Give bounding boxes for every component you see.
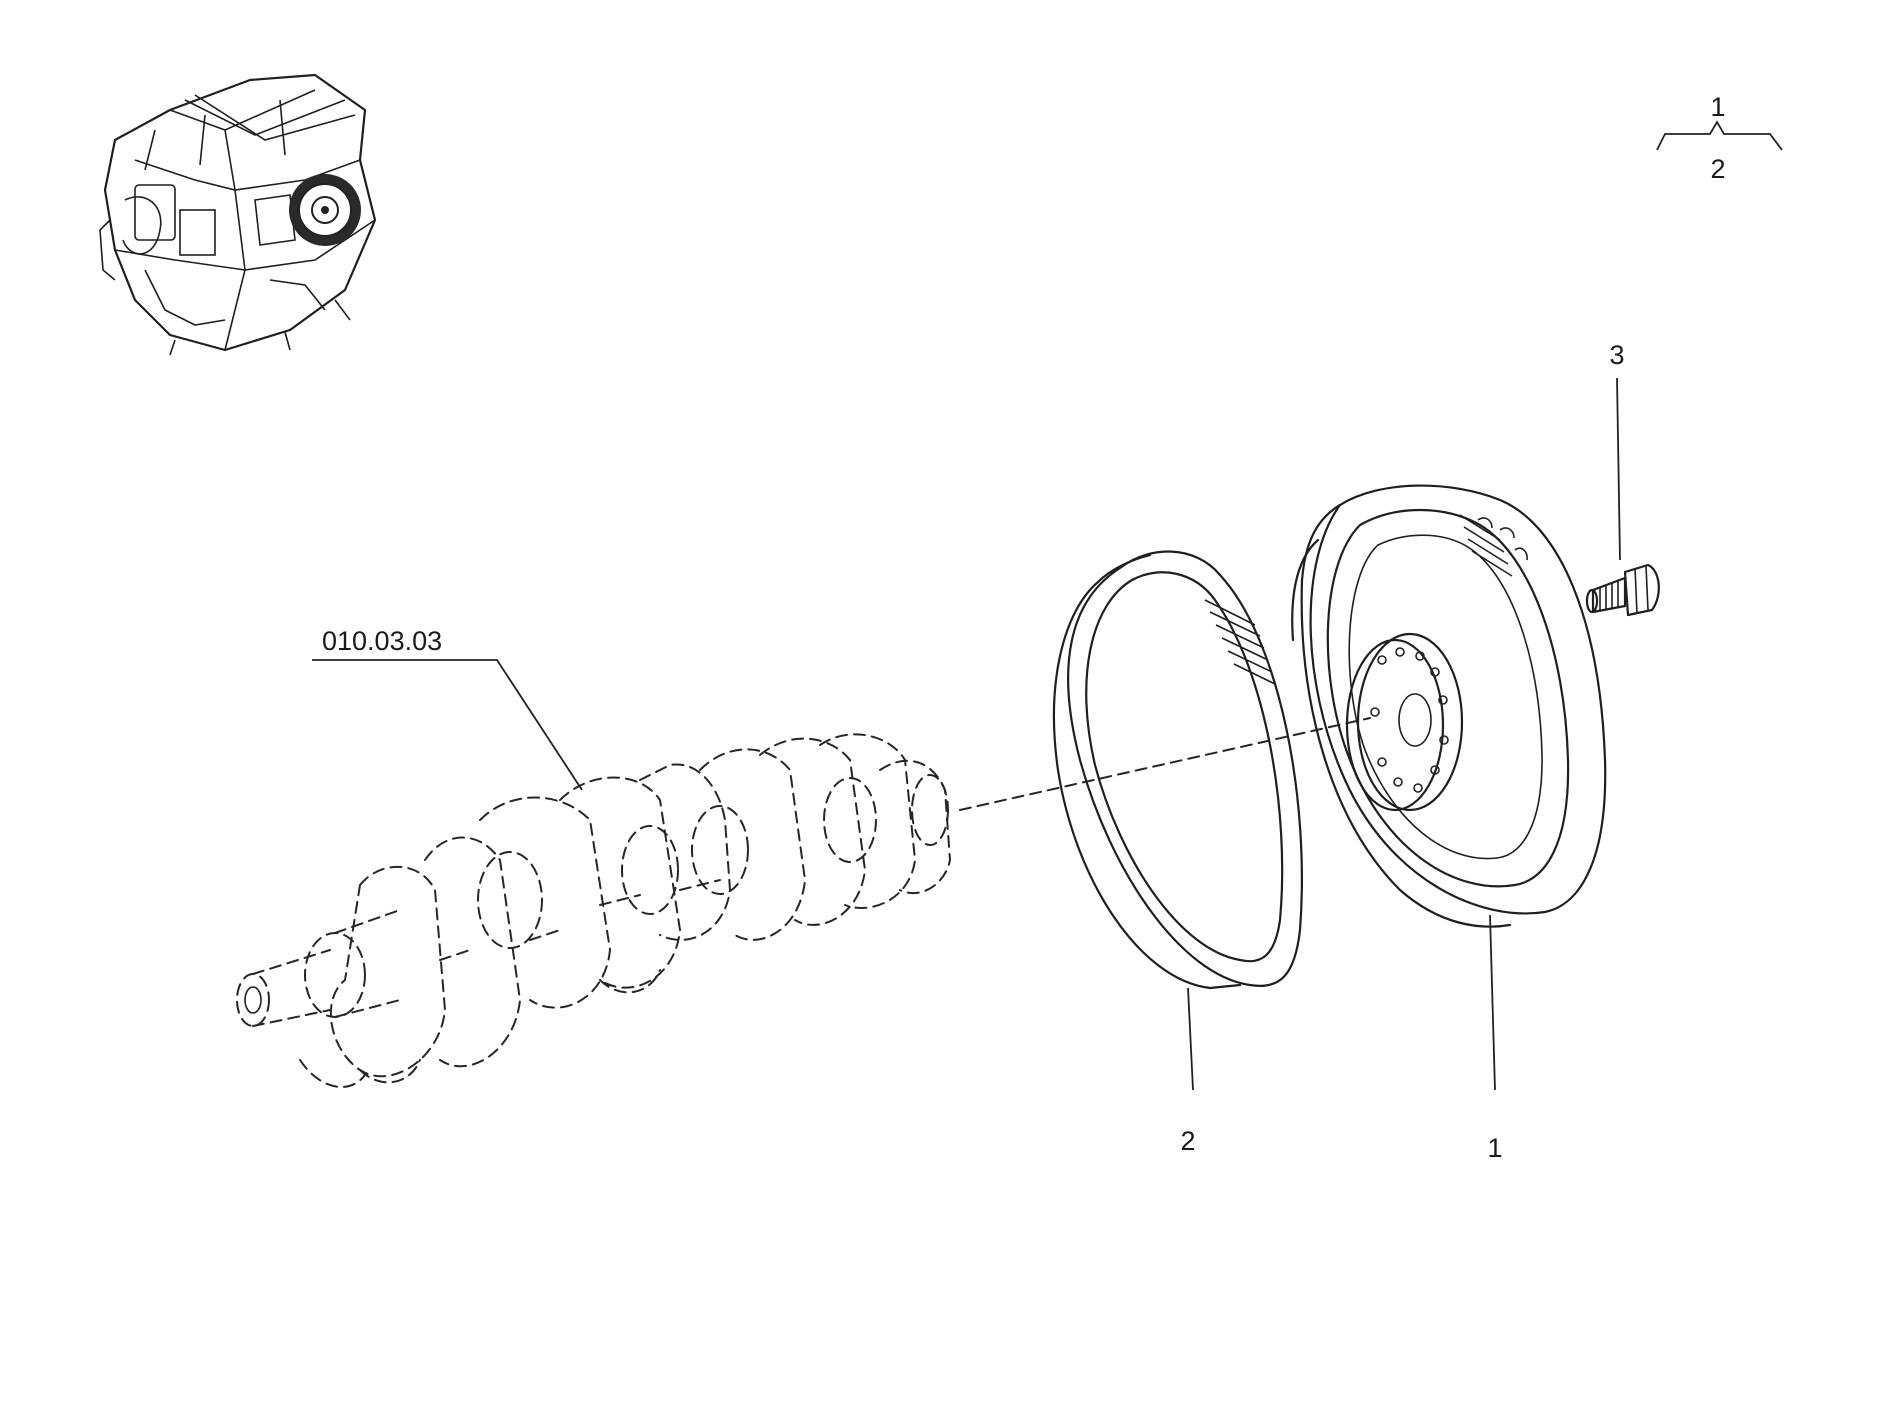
bolt [1585, 563, 1660, 617]
assembly-bracket: 1 2 [1656, 92, 1783, 184]
crankshaft-reference: 010.03.03 [312, 626, 583, 791]
part-3-label: 3 [1609, 340, 1624, 370]
part-2-label: 2 [1180, 1126, 1195, 1156]
crankshaft-phantom [236, 733, 952, 1088]
crankshaft-ref-label: 010.03.03 [322, 626, 442, 656]
assembly-top-label: 1 [1710, 92, 1725, 122]
center-axis-line [959, 717, 1371, 811]
part-2-callout: 2 [1180, 987, 1196, 1156]
part-1-callout: 1 [1487, 914, 1503, 1163]
flywheel [1291, 484, 1607, 928]
assembly-bottom-label: 2 [1710, 154, 1725, 184]
engine-thumbnail-icon [99, 73, 377, 356]
ring-gear [1052, 550, 1303, 990]
part-3-callout: 3 [1609, 340, 1625, 561]
part-1-label: 1 [1487, 1133, 1502, 1163]
